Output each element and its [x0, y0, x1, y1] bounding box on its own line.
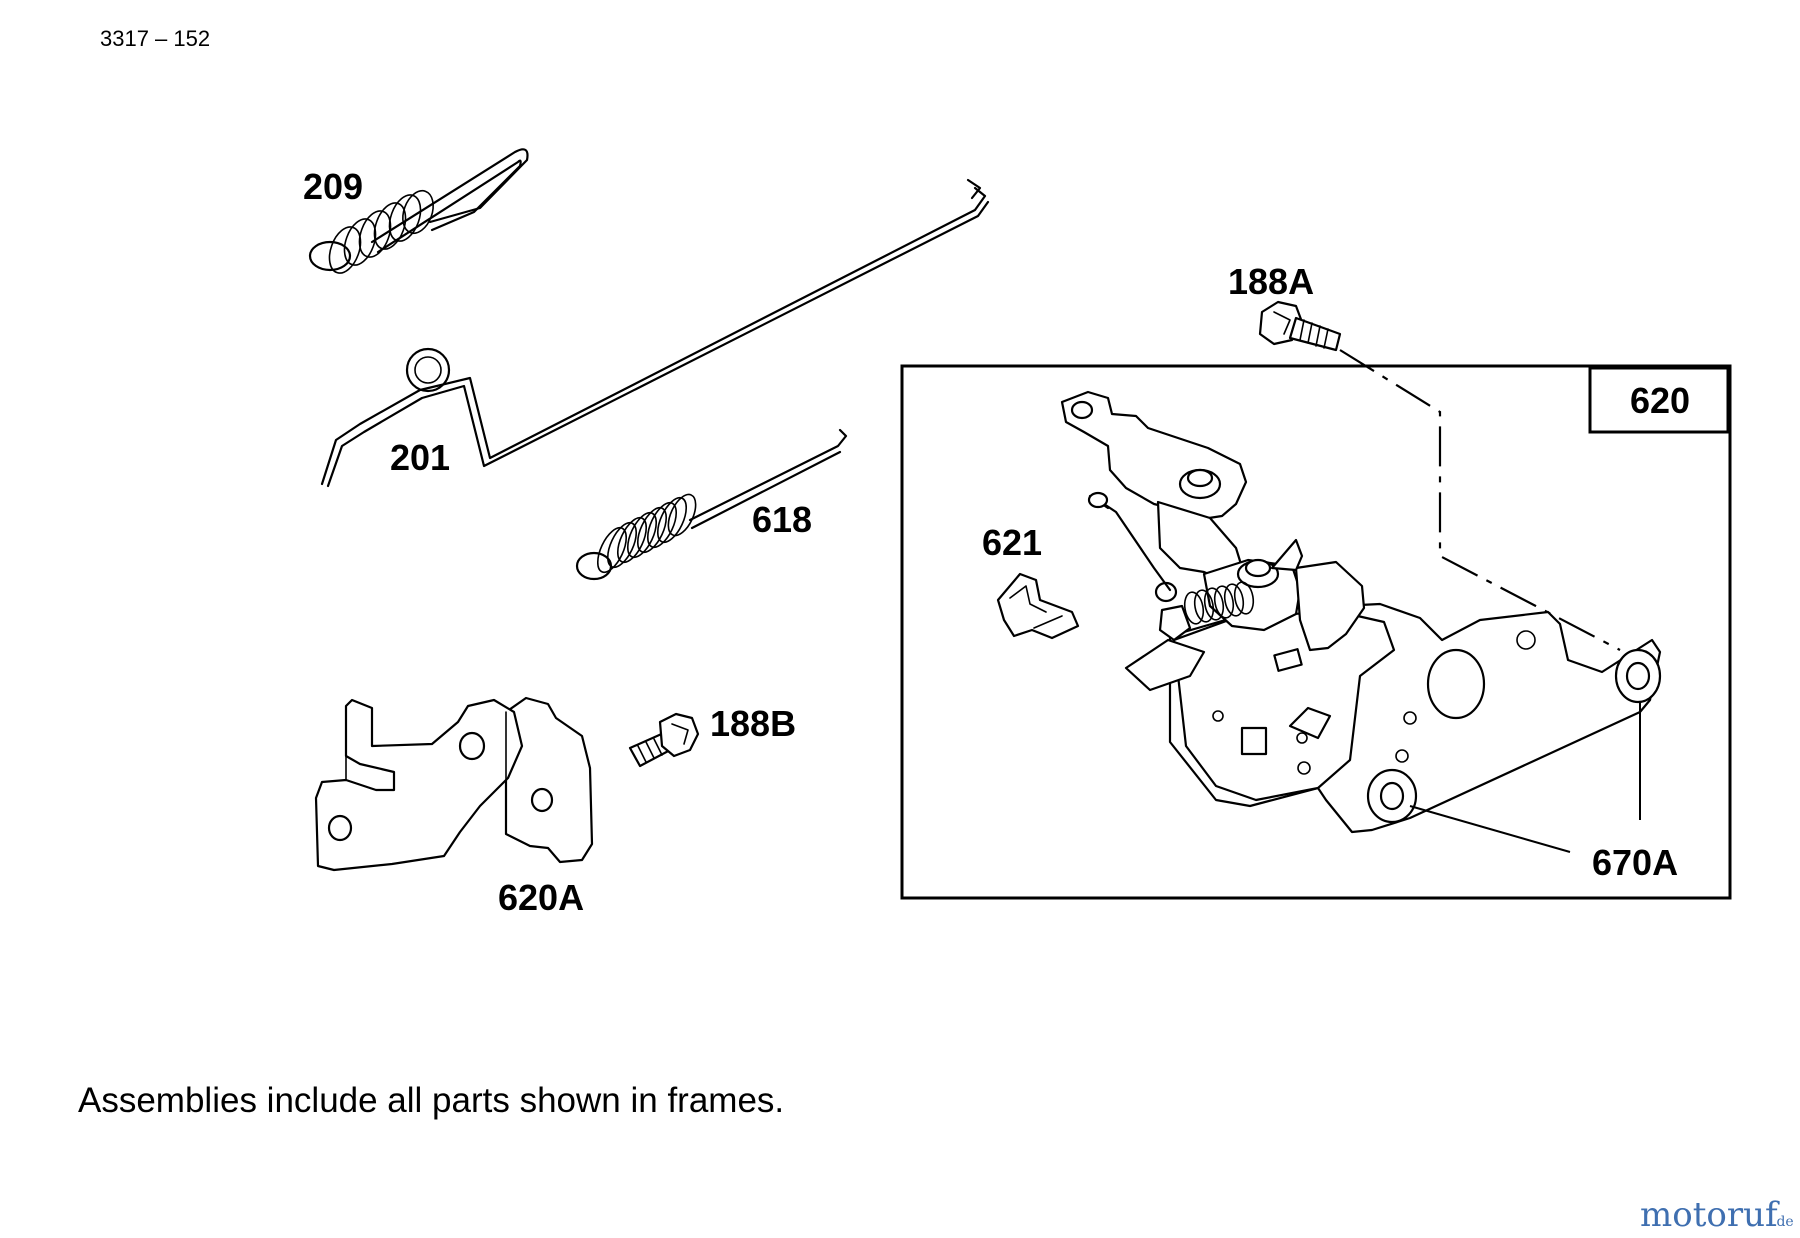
part-620A-drawing: [314, 696, 594, 872]
leader-670A-lower: [1409, 805, 1571, 853]
part-620-assembly-drawing: [1060, 390, 1662, 834]
watermark-suffix: .de: [1772, 1214, 1794, 1230]
part-188B-drawing: [628, 712, 700, 768]
part-label-188B: 188B: [710, 703, 796, 744]
part-label-620A: 620A: [498, 877, 584, 918]
part-label-621: 621: [982, 522, 1042, 563]
part-209-drawing: [308, 148, 529, 274]
assembly-footnote: Assemblies include all parts shown in fr…: [78, 1081, 784, 1120]
drawing-number: 3317 – 152: [100, 26, 210, 51]
assembly-620-label-box: [1588, 366, 1730, 434]
motoruf-watermark: motoruf .de: [1640, 1195, 1794, 1235]
part-label-670A: 670A: [1592, 842, 1678, 883]
screw-alignment-line: [1339, 349, 1621, 651]
part-label-188A: 188A: [1228, 261, 1314, 302]
part-621-drawing: [996, 572, 1080, 640]
part-label-209: 209: [303, 166, 363, 207]
part-188A-drawing: [1258, 300, 1342, 352]
watermark-text: motoruf: [1640, 1195, 1780, 1235]
assembly-620-frame: [900, 364, 1732, 900]
part-label-618: 618: [752, 499, 812, 540]
part-label-201: 201: [390, 437, 450, 478]
part-label-620: 620: [1630, 380, 1690, 421]
part-201-drawing: [320, 178, 990, 488]
part-618-drawing: [575, 428, 848, 581]
